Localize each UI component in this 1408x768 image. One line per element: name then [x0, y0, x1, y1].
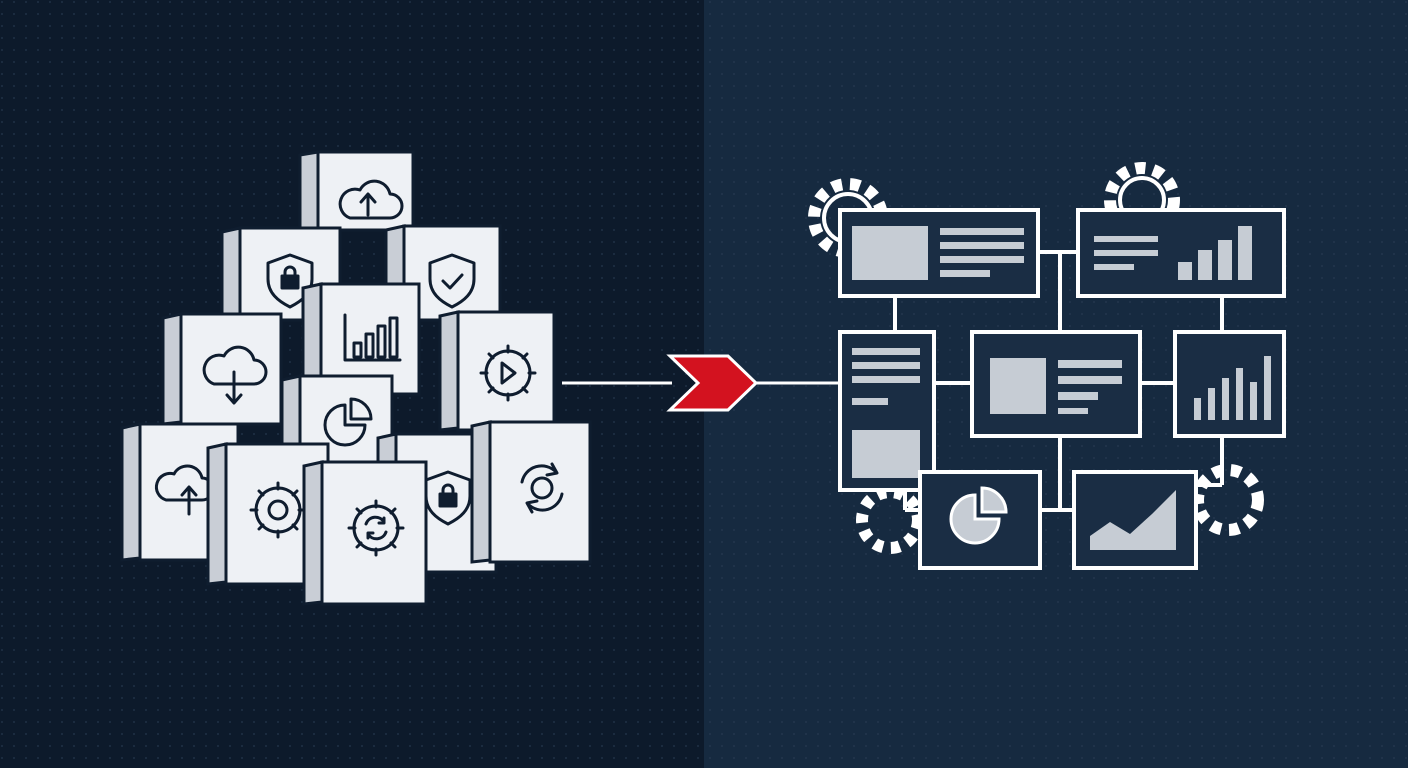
bar-chart-panel-top	[1078, 210, 1284, 296]
bar-chart-panel-right	[1175, 332, 1284, 436]
box-gear-play	[440, 312, 554, 430]
box-cloud-download	[163, 314, 281, 424]
box-sync	[472, 422, 590, 562]
area-chart-panel	[1074, 472, 1196, 568]
layout-panel-center	[972, 332, 1140, 436]
pie-chart-panel	[920, 472, 1040, 568]
document-panel	[840, 332, 934, 490]
box-cloud-upload-top	[300, 152, 413, 230]
layout-panel-top	[840, 210, 1038, 296]
box-gear-sync	[304, 462, 426, 604]
